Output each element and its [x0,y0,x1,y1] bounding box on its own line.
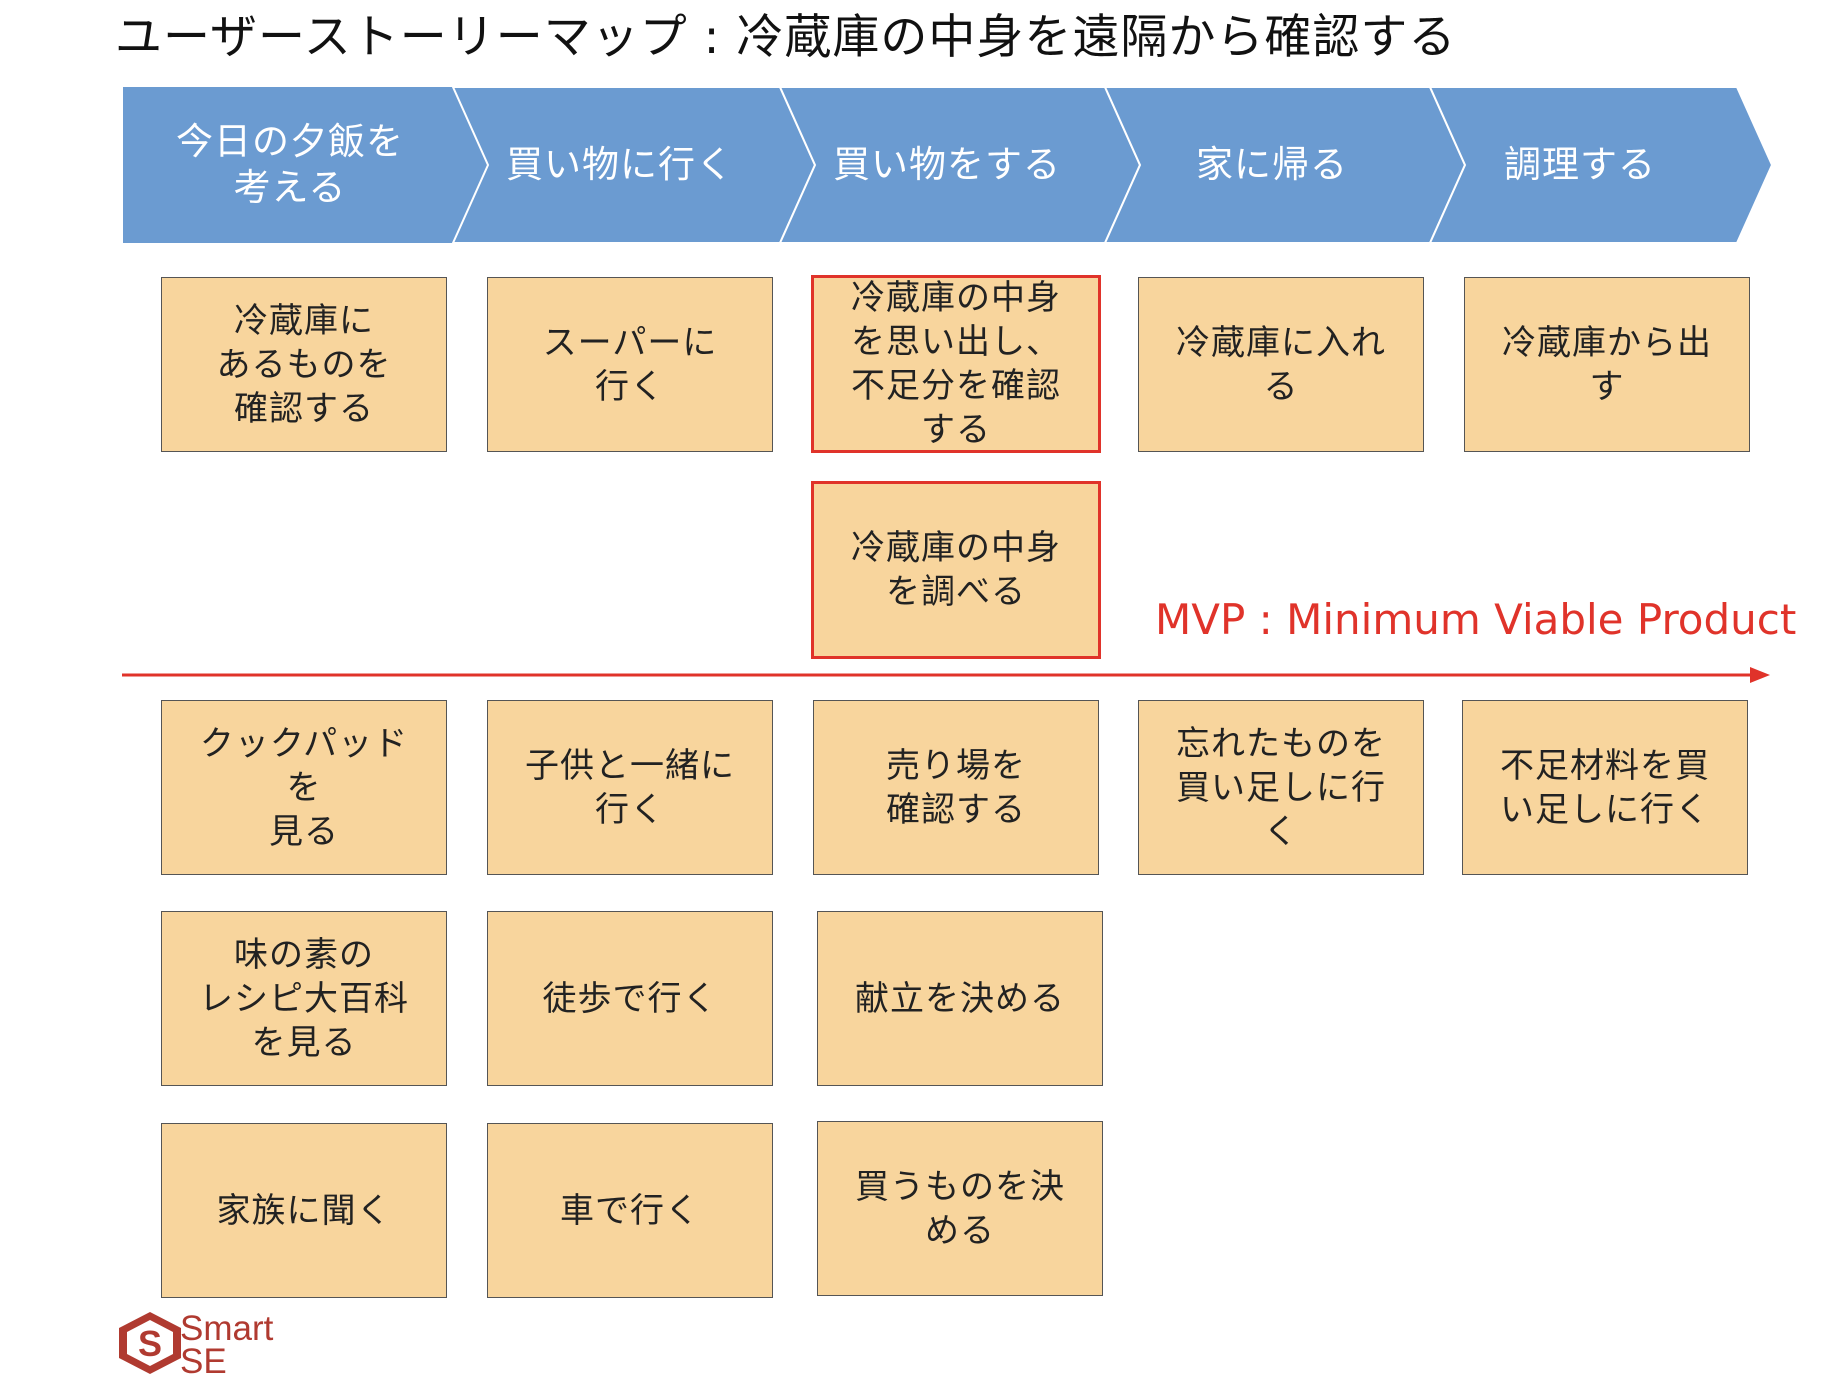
step-label-3: 買い物をする [833,143,1061,186]
story-card: 子供と一緒に 行く [487,700,773,875]
story-card: 味の素の レシピ大百科 を見る [161,911,447,1086]
story-card: 不足材料を買 い足しに行く [1462,700,1748,875]
step-label-4: 家に帰る [1196,143,1348,186]
svg-text:S: S [138,1323,162,1364]
story-card: スーパーに 行く [487,277,773,452]
chevron-step-5 [1428,86,1774,244]
story-card: クックパッド を 見る [161,700,447,875]
logo-text-se: SE [180,1342,227,1381]
story-card-highlighted: 冷蔵庫の中身 を調べる [811,481,1101,659]
step-label-1: 今日の夕飯を 考える [176,120,404,209]
smartse-logo: S [112,1310,332,1376]
story-card: 車で行く [487,1123,773,1298]
story-card: 売り場を 確認する [813,700,1099,875]
smartse-logo-icon: S [119,1312,181,1374]
story-card: 冷蔵庫に入れ る [1138,277,1424,452]
story-card: 献立を決める [817,911,1103,1086]
activity-chevron-band [123,86,1774,244]
story-card: 冷蔵庫に あるものを 確認する [161,277,447,452]
page-title: ユーザーストーリーマップ : 冷蔵庫の中身を遠隔から確認する [115,10,1457,65]
mvp-divider-arrow [122,667,1770,683]
story-card: 忘れたものを 買い足しに行 く [1138,700,1424,875]
story-card: 冷蔵庫から出 す [1464,277,1750,452]
story-card: 徒歩で行く [487,911,773,1086]
story-card: 買うものを決 める [817,1121,1103,1296]
story-card-highlighted: 冷蔵庫の中身 を思い出し、 不足分を確認 する [811,275,1101,453]
mvp-label: MVP : Minimum Viable Product [1155,595,1797,644]
step-label-5: 調理する [1504,143,1656,186]
logo-text-smart: Smart [180,1309,274,1348]
step-label-2: 買い物に行く [506,143,734,186]
story-card: 家族に聞く [161,1123,447,1298]
chevron-step-1 [123,87,488,243]
